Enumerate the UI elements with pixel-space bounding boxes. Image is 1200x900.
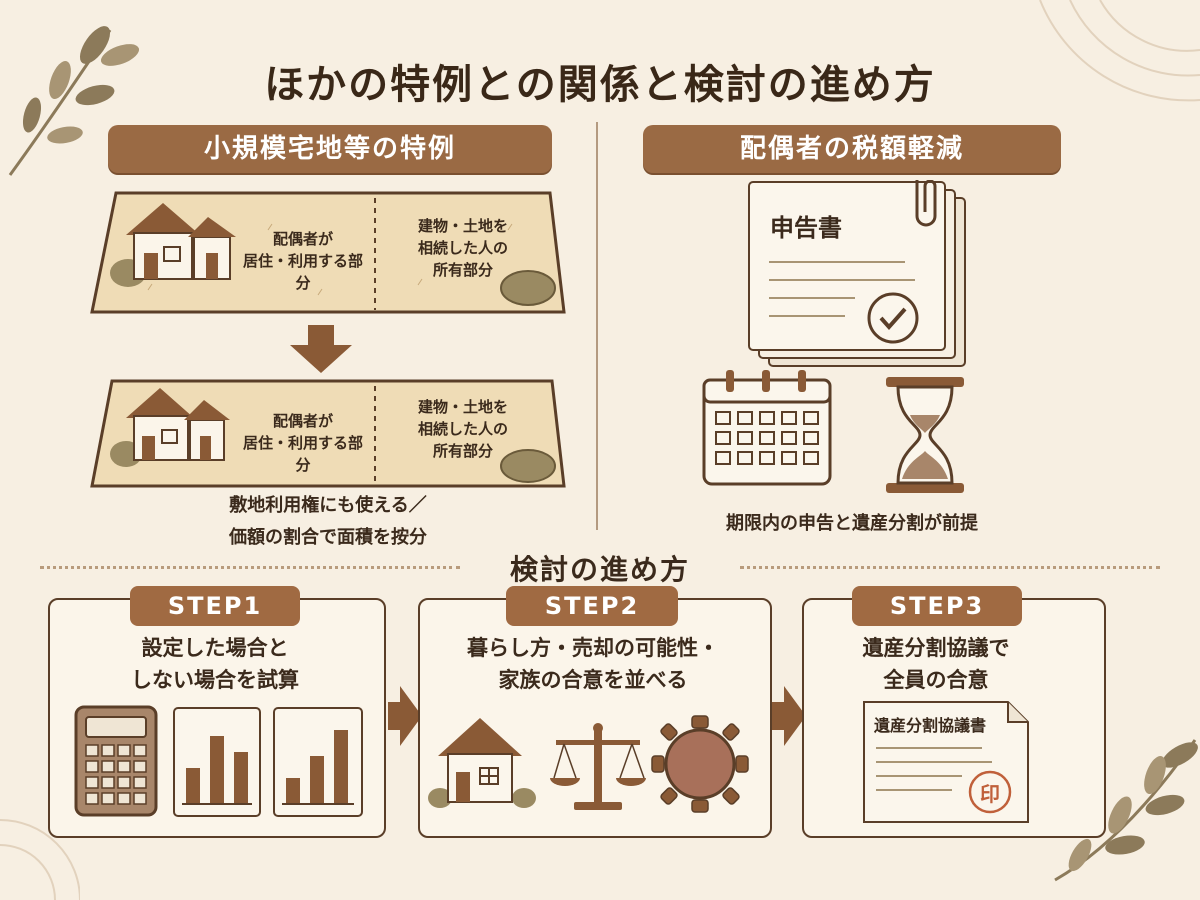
house-icon-2 <box>110 388 230 467</box>
circle-ornament-bottom-left-icon <box>0 819 80 900</box>
step1-text-line2: しない場合を試算 <box>131 668 299 692</box>
leaf-branch-top-left-icon <box>8 26 140 176</box>
column-divider <box>596 122 598 530</box>
step-arrow-1-icon <box>400 686 422 746</box>
land-diagram-bottom: 配偶者が 居住・利用する部分 建物・土地を 相続した人の 所有部分 <box>88 378 568 490</box>
spouse-portion-label-line2: 居住・利用する部分 <box>242 252 363 292</box>
heir-portion-label-line1: 建物・土地を <box>417 217 508 235</box>
house-icon <box>110 203 236 287</box>
step-arrow-1-stem <box>388 702 402 730</box>
house-icon-3 <box>428 718 536 808</box>
heir-portion-label-line2: 相続した人の <box>417 239 508 257</box>
step3-text-line1: 遺産分割協議で <box>862 636 1010 660</box>
spouse-tax-reduction-heading: 配偶者の税額軽減 <box>643 125 1061 173</box>
dotted-rule-left <box>40 566 460 569</box>
heir-portion-label-line3: 所有部分 <box>432 261 493 279</box>
small-residential-land-heading: 小規模宅地等の特例 <box>108 125 552 173</box>
scale-balance-icon <box>550 723 646 810</box>
bar-chart-icon-a <box>173 707 261 817</box>
right-caption: 期限内の申告と遺産分割が前提 <box>726 513 978 534</box>
step2-label: STEP2 <box>506 586 678 626</box>
step1-text-line1: 設定した場合と <box>141 636 289 660</box>
left-caption-line1: 敷地利用権にも使える／ <box>229 495 427 516</box>
calculator-icon <box>74 705 158 817</box>
bush-icon <box>500 270 556 306</box>
step3-label: STEP3 <box>852 586 1022 626</box>
heir-portion-label-line2-b: 相続した人の <box>417 420 508 438</box>
heir-portion-label-line3-b: 所有部分 <box>432 442 493 460</box>
bush-icon-2 <box>500 449 556 483</box>
land-diagram-top: 配偶者が 居住・利用する部分 建物・土地を 相続した人の 所有部分 <box>88 190 568 315</box>
round-table-icon <box>651 715 749 813</box>
heir-portion-label-line1-b: 建物・土地を <box>417 398 508 416</box>
spouse-portion-label-line1: 配偶者が <box>272 230 333 248</box>
step-arrow-2-stem <box>772 702 786 730</box>
left-caption-line2: 価額の割合で面積を按分 <box>229 527 427 548</box>
division-agreement-document-title: 遺産分割協議書 <box>874 716 987 735</box>
step-arrow-2-icon <box>784 686 806 746</box>
step3-text-line2: 全員の合意 <box>883 668 989 692</box>
dotted-rule-right <box>740 566 1160 569</box>
calendar-icon <box>702 370 832 486</box>
page-title: ほかの特例との関係と検討の進め方 <box>264 62 936 108</box>
tax-return-document-title: 申告書 <box>770 214 842 242</box>
step2-text-line1: 暮らし方・売却の可能性・ <box>467 636 719 660</box>
bar-chart-icon-b <box>273 707 363 817</box>
leaf-branch-bottom-right-icon <box>1054 739 1198 882</box>
tax-return-document-icon <box>748 180 966 367</box>
seal-stamp-text: 印 <box>980 782 1000 806</box>
spouse-portion-label-line2-b: 居住・利用する部分 <box>242 434 363 474</box>
step2-text-line2: 家族の合意を並べる <box>498 668 688 692</box>
hourglass-icon <box>886 377 964 493</box>
step1-label: STEP1 <box>130 586 300 626</box>
division-agreement-document-icon <box>863 701 1029 823</box>
spouse-portion-label-line1-b: 配偶者が <box>272 412 333 430</box>
circle-ornament-top-right-icon <box>1039 0 1200 102</box>
process-heading: 検討の進め方 <box>509 553 690 586</box>
down-arrow-icon <box>290 325 352 373</box>
